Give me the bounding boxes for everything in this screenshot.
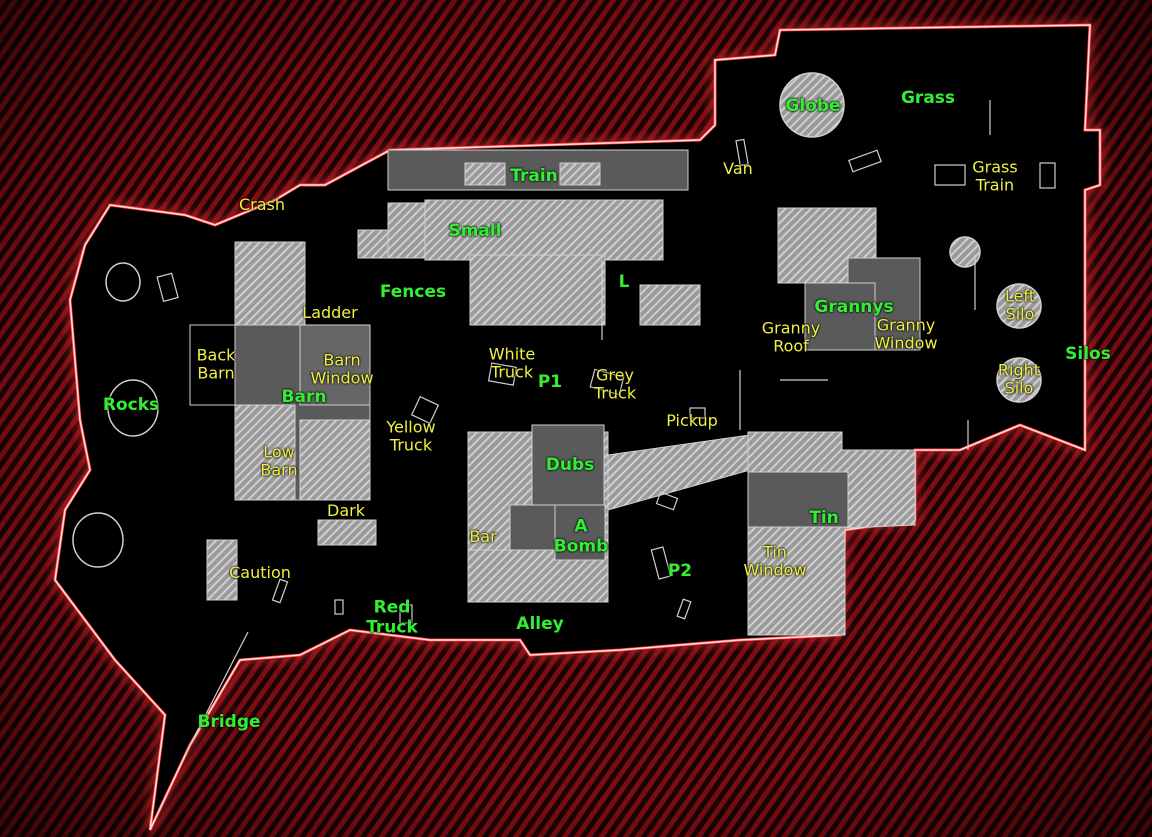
right-silo xyxy=(996,357,1042,403)
small-building xyxy=(424,199,664,261)
globe-dome xyxy=(779,72,845,138)
round-structures xyxy=(72,72,1042,568)
train-car xyxy=(387,149,689,191)
left-silo xyxy=(996,283,1042,329)
structures xyxy=(189,149,921,636)
barn-building xyxy=(234,241,306,328)
props xyxy=(156,100,1056,756)
